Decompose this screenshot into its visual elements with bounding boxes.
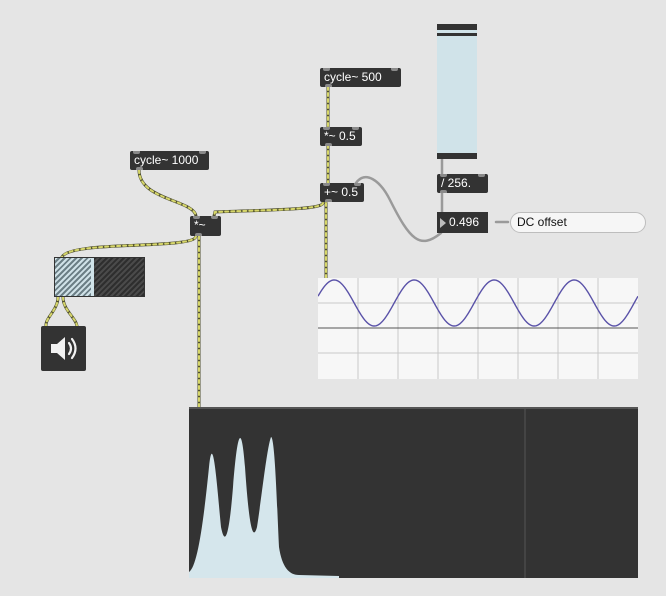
cord-cycle1000-to-mul[interactable]	[137, 168, 198, 218]
object-add-0-5[interactable]: +~ 0.5	[320, 183, 364, 202]
vertical-slider[interactable]	[437, 24, 477, 159]
slider-thumb[interactable]	[437, 33, 477, 36]
gain-handle[interactable]	[91, 258, 94, 296]
object-cycle-1000[interactable]: cycle~ 1000	[130, 151, 209, 170]
object-mul-0-5[interactable]: *~ 0.5	[320, 127, 362, 146]
gain-slider[interactable]	[54, 257, 145, 297]
object-label: cycle~ 1000	[134, 153, 199, 167]
number-triangle-icon	[440, 218, 446, 228]
dac-button[interactable]	[41, 326, 86, 371]
float-number-box[interactable]: 0.496	[437, 212, 488, 233]
slider-outlet-bar	[437, 153, 477, 159]
object-label: +~ 0.5	[324, 185, 359, 199]
object-cycle-500[interactable]: cycle~ 500	[320, 68, 401, 87]
cord-gain-to-dac-left[interactable]	[44, 295, 60, 328]
spectrum-plot	[189, 409, 526, 578]
scope-plot	[317, 278, 639, 379]
gain-level-fill	[55, 258, 91, 296]
cord-number-to-add05[interactable]	[354, 176, 443, 243]
spectrum-fill	[189, 437, 339, 578]
object-label: / 256.	[441, 176, 472, 190]
speaker-icon	[51, 337, 77, 360]
object-label: cycle~ 500	[324, 70, 382, 84]
object-label: *~ 0.5	[324, 129, 356, 143]
comment-dc-offset: DC offset	[510, 212, 646, 233]
slider-top-cap	[437, 24, 477, 30]
gain-remaining	[94, 258, 144, 296]
number-value: 0.496	[449, 215, 480, 229]
spectroscope-top-border	[189, 407, 638, 409]
comment-text: DC offset	[517, 215, 567, 229]
object-label: *~	[194, 218, 206, 232]
oscilloscope-display[interactable]	[317, 278, 639, 379]
object-mul[interactable]: *~	[190, 216, 221, 236]
spectroscope-display[interactable]	[189, 407, 638, 578]
object-div-256[interactable]: / 256.	[437, 174, 488, 193]
scope-waveform	[317, 279, 639, 327]
